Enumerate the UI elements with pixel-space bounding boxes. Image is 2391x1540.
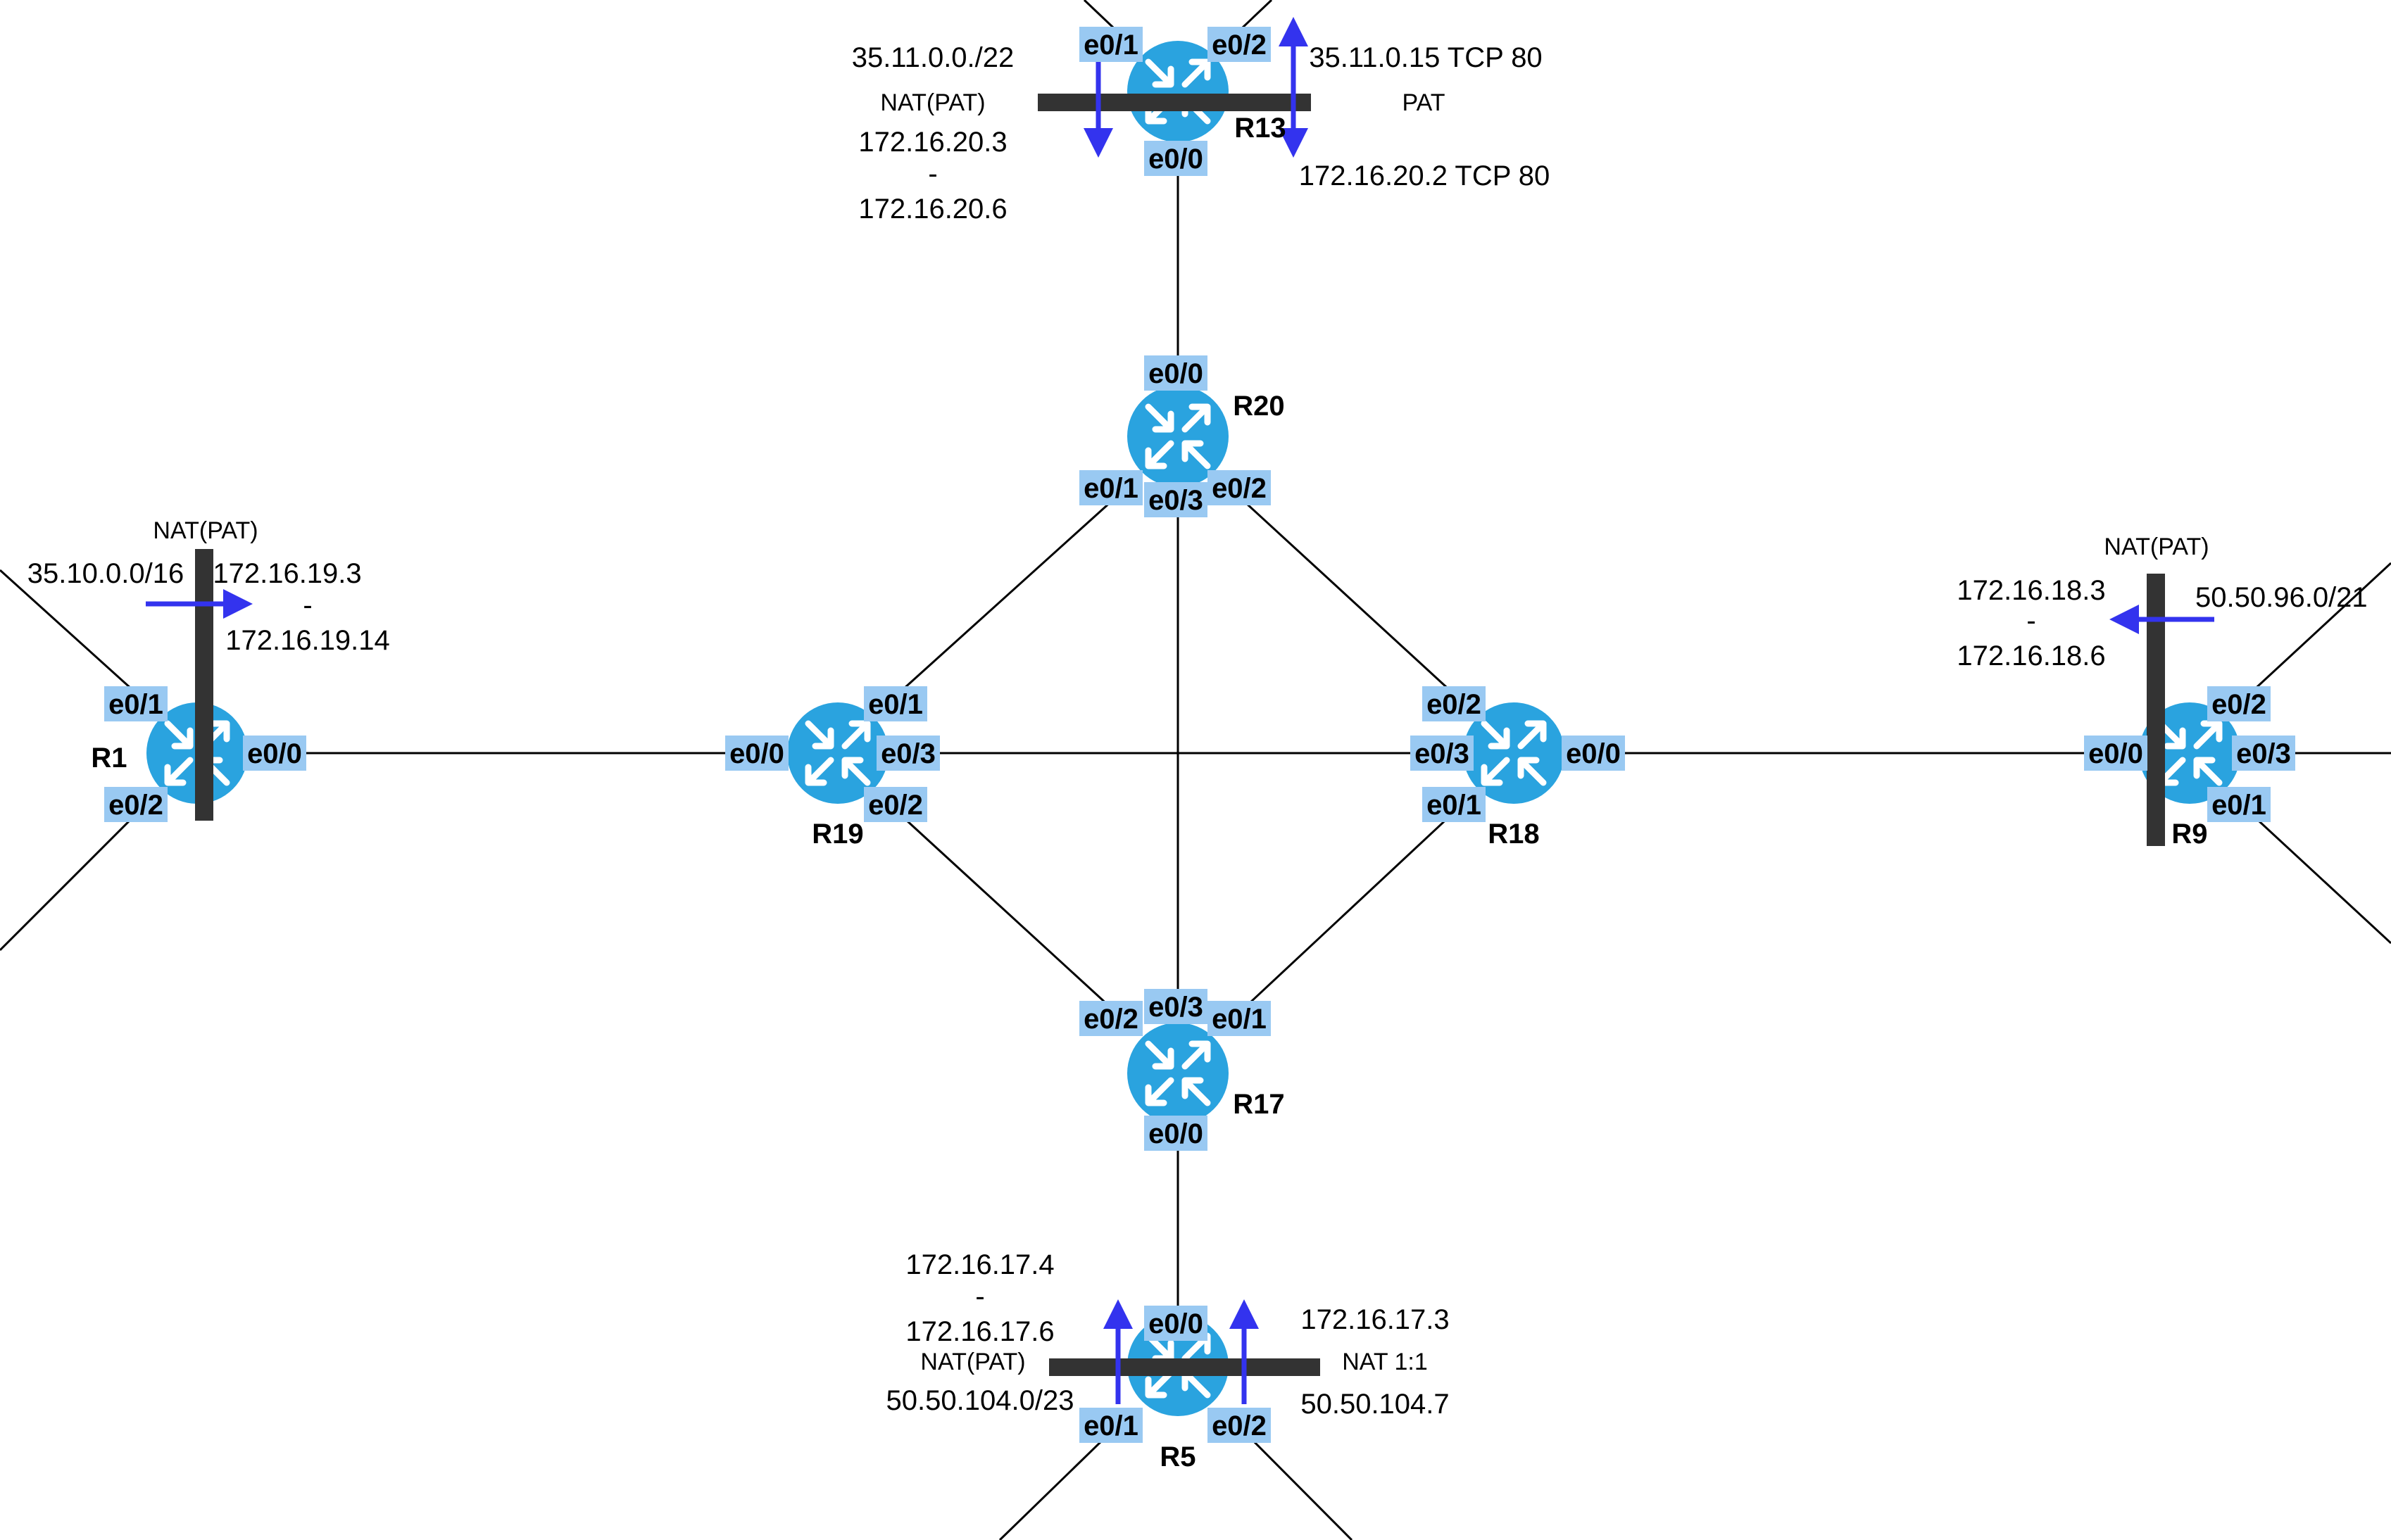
nat-r5-right-title: NAT 1:1 xyxy=(1342,1349,1428,1375)
router-label-r19: R19 xyxy=(812,819,863,850)
nat-r1-inside: 35.10.0.0/16 xyxy=(27,558,184,589)
nat-annotations-r5: 172.16.17.4 - 172.16.17.6 NAT(PAT) 50.50… xyxy=(886,1249,1450,1420)
nat-r5-left-dash: - xyxy=(975,1281,984,1312)
nat-r5-left-pool-start: 172.16.17.4 xyxy=(905,1249,1054,1280)
nat-annotations-r9: NAT(PAT) 50.50.96.0/21 172.16.18.3 - 172… xyxy=(1957,534,2367,671)
r20-iface-e0-3: e0/3 xyxy=(1148,485,1203,516)
router-label-r9: R9 xyxy=(2171,819,2207,850)
r9-iface-e0-3: e0/3 xyxy=(2236,738,2291,769)
nat-r9-dash: - xyxy=(2026,605,2035,636)
nat-r13-left-title: NAT(PAT) xyxy=(880,89,985,116)
router-label-r13: R13 xyxy=(1234,113,1286,144)
r5-iface-e0-2: e0/2 xyxy=(1212,1410,1267,1441)
router-label-r20: R20 xyxy=(1233,391,1284,422)
nat-r13-left-pool-start: 172.16.20.3 xyxy=(858,127,1007,158)
link-r9-ne xyxy=(2240,562,2391,703)
nat-r9-inside: 50.50.96.0/21 xyxy=(2195,582,2368,613)
nat-r5-left-pool-end: 172.16.17.6 xyxy=(905,1316,1054,1347)
nat-annotations-r13: 35.11.0.0./22 NAT(PAT) 172.16.20.3 - 172… xyxy=(852,42,1550,225)
r9-iface-e0-2: e0/2 xyxy=(2211,689,2266,720)
nat-r1-pool-start: 172.16.19.3 xyxy=(213,558,361,589)
router-icon[interactable] xyxy=(1127,1023,1229,1124)
link-r18-r17 xyxy=(1228,803,1464,1023)
r18-iface-e0-1: e0/1 xyxy=(1426,790,1481,821)
nat-r5-left-title: NAT(PAT) xyxy=(920,1349,1025,1375)
nat-r5-right-bottom: 50.50.104.7 xyxy=(1300,1389,1449,1420)
nat-r1-title: NAT(PAT) xyxy=(153,517,258,544)
router-label-r18: R18 xyxy=(1488,819,1539,850)
link-r1-sw xyxy=(0,803,147,952)
nat-boundary-r9 xyxy=(2147,574,2165,846)
r19-iface-e0-0: e0/0 xyxy=(729,738,784,769)
r17-iface-e0-3: e0/3 xyxy=(1148,992,1203,1023)
r13-iface-e0-2: e0/2 xyxy=(1212,30,1267,61)
r9-iface-e0-0: e0/0 xyxy=(2088,738,2143,769)
r18-iface-e0-3: e0/3 xyxy=(1414,738,1469,769)
link-r20-r19 xyxy=(888,486,1128,703)
r20-iface-e0-2: e0/2 xyxy=(1212,473,1267,504)
nat-r9-pool-start: 172.16.18.3 xyxy=(1957,575,2105,606)
nat-r13-right-top: 35.11.0.15 TCP 80 xyxy=(1309,42,1542,73)
nat-r1-dash: - xyxy=(303,590,312,621)
nat-boundary-r5 xyxy=(1049,1358,1320,1376)
nat-r1-pool-end: 172.16.19.14 xyxy=(225,625,390,656)
r18-iface-e0-0: e0/0 xyxy=(1566,738,1621,769)
r5-iface-e0-0: e0/0 xyxy=(1148,1308,1203,1339)
r1-iface-e0-0: e0/0 xyxy=(247,738,302,769)
link-r9-se xyxy=(2240,803,2391,945)
r17-iface-e0-2: e0/2 xyxy=(1084,1004,1138,1035)
r9-iface-e0-1: e0/1 xyxy=(2211,790,2266,821)
nat-boundary-r1 xyxy=(195,549,213,821)
nat-r13-right-title: PAT xyxy=(1402,89,1445,116)
router-label-r1: R1 xyxy=(91,743,127,774)
router-labels: R1 R19 R20 R18 R17 R9 R13 R5 xyxy=(91,113,2207,1472)
nat-r13-left-pool-end: 172.16.20.6 xyxy=(858,194,1007,225)
r19-iface-e0-3: e0/3 xyxy=(881,738,936,769)
nat-r13-left-net: 35.11.0.0./22 xyxy=(852,42,1015,73)
routers xyxy=(146,41,2240,1416)
r13-iface-e0-1: e0/1 xyxy=(1084,30,1138,61)
r1-iface-e0-2: e0/2 xyxy=(108,790,163,821)
nat-r5-left-net: 50.50.104.0/23 xyxy=(886,1385,1074,1416)
link-r19-r17 xyxy=(888,803,1128,1023)
nat-r9-title: NAT(PAT) xyxy=(2104,534,2209,560)
interface-tags: e0/1 e0/2 e0/0 e0/0 e0/1 e0/3 e0/2 e0/0 … xyxy=(104,27,2295,1443)
router-label-r5: R5 xyxy=(1160,1441,1196,1472)
nat-r9-pool-end: 172.16.18.6 xyxy=(1957,640,2105,671)
link-r20-r18 xyxy=(1228,486,1464,703)
nat-boundaries xyxy=(195,94,2165,1376)
r5-iface-e0-1: e0/1 xyxy=(1084,1410,1138,1441)
r19-iface-e0-1: e0/1 xyxy=(868,689,923,720)
link-r1-nw xyxy=(0,569,147,703)
r1-iface-e0-1: e0/1 xyxy=(108,689,163,720)
r18-iface-e0-2: e0/2 xyxy=(1426,689,1481,720)
nat-annotations-r1: NAT(PAT) 35.10.0.0/16 172.16.19.3 - 172.… xyxy=(27,517,390,656)
router-label-r17: R17 xyxy=(1233,1089,1284,1120)
r19-iface-e0-2: e0/2 xyxy=(868,790,923,821)
r20-iface-e0-1: e0/1 xyxy=(1084,473,1138,504)
nat-r5-right-top: 172.16.17.3 xyxy=(1300,1304,1449,1335)
nat-boundary-r13 xyxy=(1038,94,1311,111)
r13-iface-e0-0: e0/0 xyxy=(1148,144,1203,175)
r17-iface-e0-0: e0/0 xyxy=(1148,1118,1203,1149)
r17-iface-e0-1: e0/1 xyxy=(1212,1004,1267,1035)
nat-r13-right-bottom: 172.16.20.2 TCP 80 xyxy=(1299,160,1550,191)
translation-arrows xyxy=(146,17,2214,1404)
nat-r13-left-dash: - xyxy=(928,158,937,189)
r20-iface-e0-0: e0/0 xyxy=(1148,358,1203,389)
